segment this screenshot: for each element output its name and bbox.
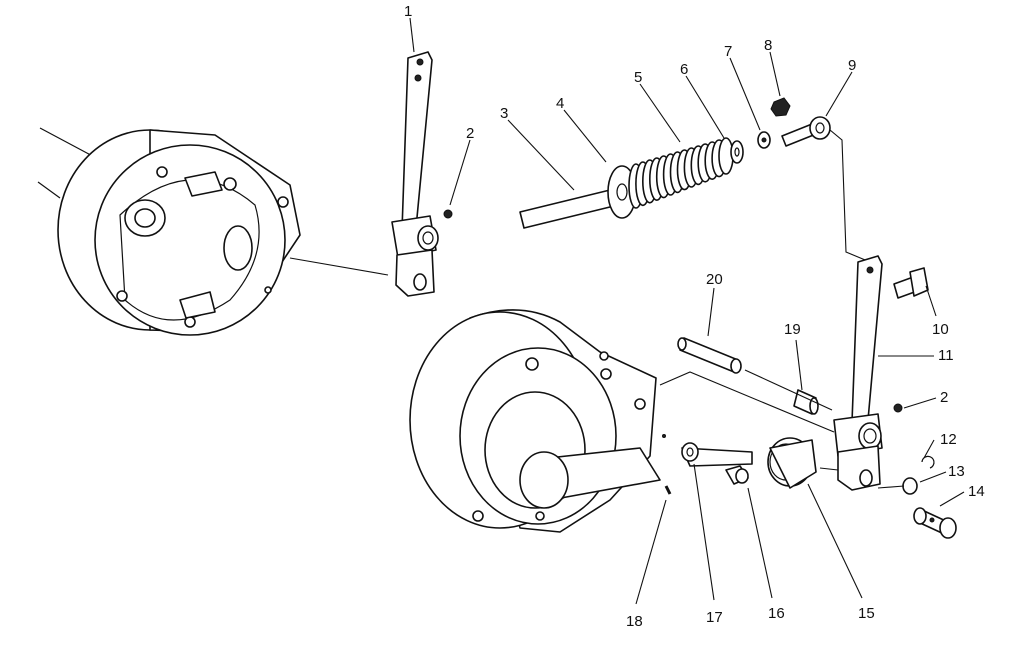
callout-8: 8 (764, 37, 772, 54)
part-1-upper-arm (391, 51, 439, 297)
callout-5: 5 (634, 69, 642, 86)
part-18-pin (662, 434, 672, 495)
part-20-pin (677, 337, 742, 374)
callout-7: 7 (724, 43, 732, 60)
part-10-bolt (893, 267, 929, 299)
callout-12: 12 (940, 431, 957, 448)
upper-drive-housing (37, 127, 389, 336)
callout-19: 19 (784, 321, 801, 338)
callout-9: 9 (848, 57, 856, 74)
callout-3: 3 (500, 105, 508, 122)
part-2-screw-upper (443, 209, 453, 219)
callout-labels: 1 2 3 4 5 6 7 8 9 10 11 2 12 13 14 15 16… (404, 3, 985, 630)
callout-1: 1 (404, 3, 412, 20)
part-5-spring (628, 137, 734, 209)
part-16-pin (725, 465, 749, 485)
callout-4: 4 (556, 95, 564, 112)
part-17-clevis (681, 442, 753, 467)
part-6-washer (730, 140, 744, 164)
part-9-rod-end (781, 116, 831, 147)
part-7-nut (757, 131, 771, 149)
callout-2-upper: 2 (466, 125, 474, 142)
callout-2-lower: 2 (940, 389, 948, 406)
part-12-clip (921, 455, 935, 469)
part-8-cap-nut (770, 97, 791, 117)
part-2-screw-lower (893, 403, 903, 413)
callout-leaders (409, 17, 965, 605)
callout-20: 20 (706, 271, 723, 288)
part-19-bushing (793, 389, 819, 415)
callout-10: 10 (932, 321, 949, 338)
part-3-rod (519, 189, 615, 229)
callout-15: 15 (858, 605, 875, 622)
callout-14: 14 (968, 483, 985, 500)
part-14-sleeve (913, 507, 957, 539)
callout-6: 6 (680, 61, 688, 78)
part-11-lower-arm (833, 255, 883, 491)
part-15-cup (767, 437, 817, 489)
callout-17: 17 (706, 609, 723, 626)
part-13-nut (902, 477, 918, 495)
callout-16: 16 (768, 605, 785, 622)
callout-13: 13 (948, 463, 965, 480)
callout-11: 11 (938, 347, 954, 364)
lower-drive-housing (409, 309, 661, 533)
callout-18: 18 (626, 613, 643, 630)
